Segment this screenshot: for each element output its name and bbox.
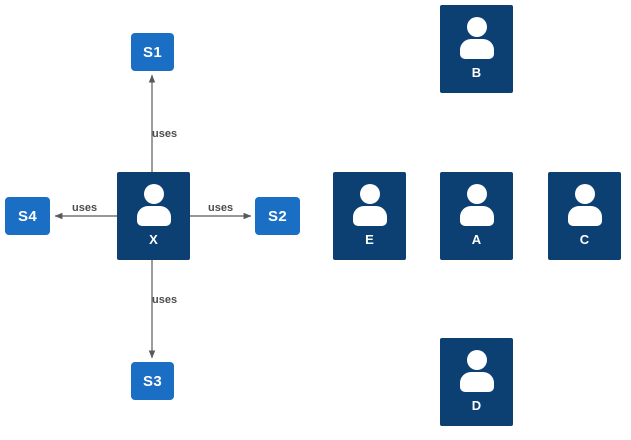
actor-label: A [471,232,482,247]
person-icon [350,184,390,228]
person-icon [134,184,174,228]
service-node-s3[interactable]: S3 [131,362,174,400]
person-icon [457,350,497,394]
service-node-s2[interactable]: S2 [255,197,300,235]
actor-label: D [471,398,482,413]
actor-node-b[interactable]: B [440,5,513,93]
actor-node-a[interactable]: A [440,172,513,260]
actor-node-x[interactable]: X [117,172,190,260]
actor-label: X [149,232,158,247]
actor-node-c[interactable]: C [548,172,621,260]
actor-node-e[interactable]: E [333,172,406,260]
actor-label: E [365,232,374,247]
edge-label-x-s2: uses [208,202,234,214]
edge-label-x-s1: uses [152,128,178,140]
service-node-s1[interactable]: S1 [131,33,174,71]
actor-label: B [471,65,482,80]
actor-label: C [579,232,590,247]
person-icon [565,184,605,228]
person-icon [457,184,497,228]
actor-node-d[interactable]: D [440,338,513,426]
service-node-s4[interactable]: S4 [5,197,50,235]
edge-label-x-s3: uses [152,294,178,306]
edge-label-x-s4: uses [72,202,98,214]
person-icon [457,17,497,61]
